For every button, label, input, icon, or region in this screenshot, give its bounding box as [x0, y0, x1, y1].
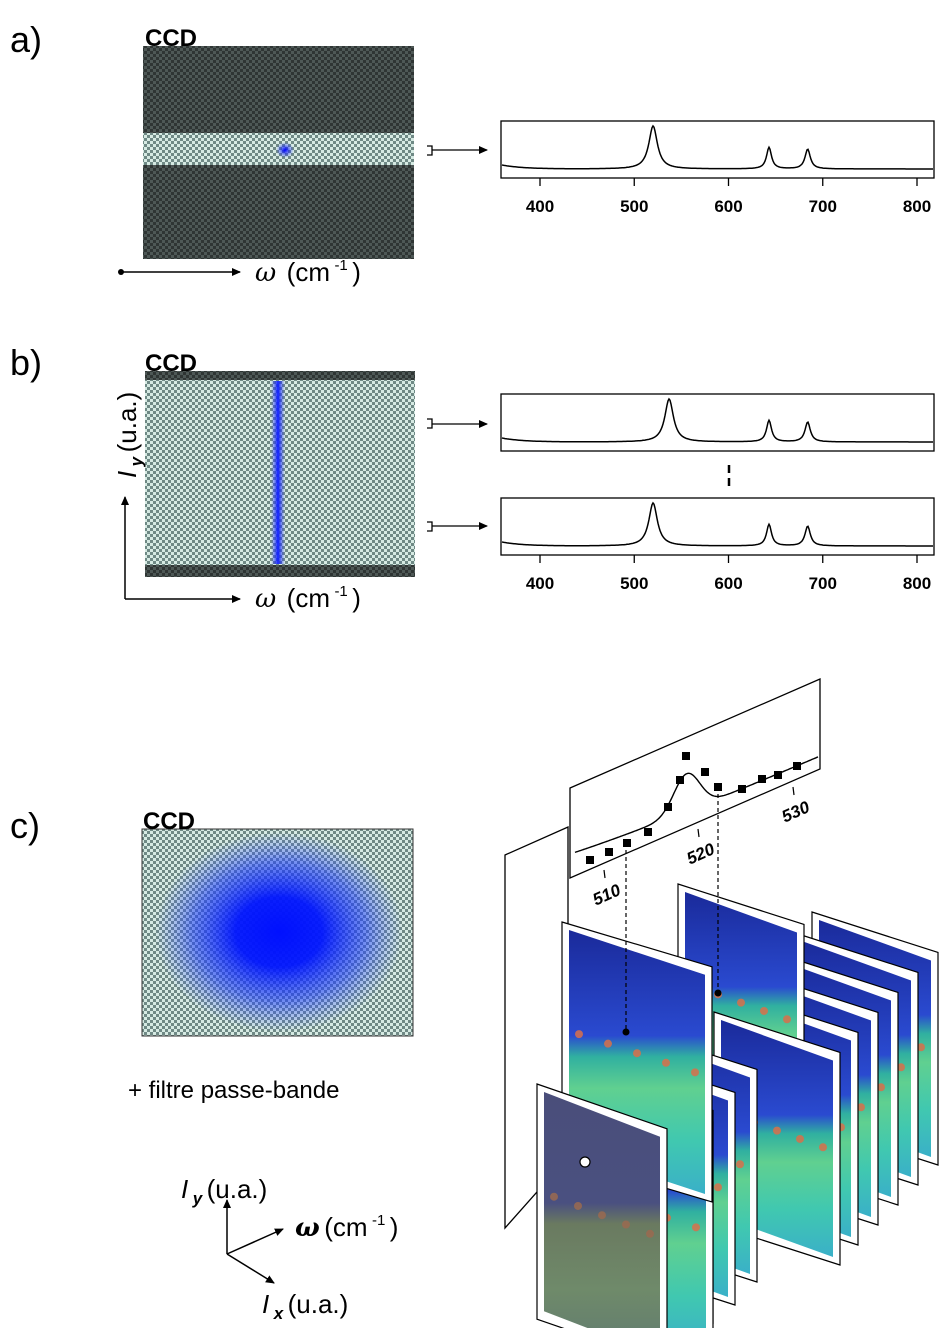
- iy-symbol: I: [181, 1174, 188, 1204]
- omega-symbol: ω: [255, 584, 276, 614]
- ccd-c-global-illumination-spot: [155, 832, 403, 1032]
- front-slice-pixel-marker: [579, 1156, 591, 1168]
- panel-b-omega-axis: ω (cm -1 ): [125, 583, 361, 614]
- spectrum-data-point: [644, 828, 652, 836]
- spectrum-data-point: [605, 848, 613, 856]
- bandpass-filter-text: + filtre passe-bande: [128, 1077, 339, 1104]
- spectrum-a-ticks: 400 500 600 700 800: [526, 178, 931, 216]
- panel-b-readout-arrow-bottom: [427, 521, 488, 532]
- iy-unit: (u.a.): [207, 1174, 268, 1204]
- svg-text:ω (cm -1 ): ω (cm -1 ): [255, 257, 361, 288]
- tick-label: 500: [620, 197, 648, 216]
- panel-c-skewed-spectrum: 510 520 530: [569, 678, 821, 909]
- link-point-520: [714, 989, 722, 997]
- tick-label: 510: [590, 880, 624, 909]
- link-point-510: [622, 1028, 630, 1036]
- iy-subscript: y: [127, 455, 146, 467]
- ccd-a-label: CCD: [145, 25, 197, 52]
- ccd-b-laser-line: [271, 381, 285, 564]
- panel-c-3d-axes: I y (u.a.) ω (cm -1 ) I x (u.a.): [181, 1174, 398, 1323]
- spectrum-data-point: [676, 776, 684, 784]
- ix-symbol: I: [262, 1289, 269, 1319]
- panel-b-ccd: [145, 371, 415, 577]
- svg-text:ω (cm -1 ): ω (cm -1 ): [295, 1212, 398, 1243]
- panel-a-omega-axis: ω (cm -1 ): [118, 257, 361, 288]
- omega-unit-close: ): [390, 1212, 399, 1242]
- panel-b-iy-axis: I y (u.a.): [112, 392, 146, 599]
- tick-label: 700: [809, 197, 837, 216]
- ix-unit: (u.a.): [288, 1289, 349, 1319]
- spectrum-data-point: [664, 803, 672, 811]
- tick-mark: [603, 869, 606, 879]
- svg-text:I y (u.a.): I y (u.a.): [112, 392, 146, 478]
- tick-label: 400: [526, 197, 554, 216]
- spectrum-b-top-curve: [501, 397, 933, 443]
- omega-symbol: ω: [295, 1213, 320, 1243]
- tick-label: 800: [903, 574, 931, 593]
- omega-unit: (cm: [324, 1212, 367, 1242]
- ccd-b-top-dark-band: [145, 371, 415, 380]
- panel-a-label: a): [10, 19, 42, 60]
- panel-c-label: c): [10, 805, 40, 846]
- tick-label: 700: [809, 574, 837, 593]
- ccd-a-laser-spot: [276, 142, 294, 158]
- ccd-b-label: CCD: [145, 350, 197, 377]
- panel-c-ccd: [141, 828, 414, 1037]
- panel-b-spectrum-bottom: 400 500 600 700 800: [500, 497, 935, 593]
- iy-subscript: y: [192, 1189, 204, 1208]
- tick-mark: [697, 828, 700, 838]
- skewed-spectrum-frame: [569, 678, 821, 879]
- spectrum-data-point: [682, 752, 690, 760]
- svg-text:I x (u.a.): I x (u.a.): [262, 1289, 348, 1323]
- panel-b-readout-arrow-top: [427, 418, 488, 429]
- spectrum-data-point: [586, 856, 594, 864]
- spectrum-b-bottom-curve: [501, 501, 933, 547]
- omega-unit-sup: -1: [334, 257, 347, 274]
- tick-mark: [792, 786, 795, 796]
- image-slice-front: [536, 1083, 668, 1328]
- spectrum-data-point: [793, 762, 801, 770]
- tick-label: 600: [714, 574, 742, 593]
- ccd-c-label: CCD: [143, 808, 195, 835]
- omega-unit-close: ): [352, 257, 361, 287]
- omega-unit: (cm: [287, 583, 330, 613]
- ix-subscript: x: [273, 1304, 285, 1323]
- svg-text:I y (u.a.): I y (u.a.): [181, 1174, 267, 1208]
- spectrum-data-point: [758, 775, 766, 783]
- spectrum-data-point: [738, 785, 746, 793]
- omega-unit-sup: -1: [372, 1212, 385, 1229]
- tick-label: 800: [903, 197, 931, 216]
- tick-label: 600: [714, 197, 742, 216]
- tick-label: 520: [684, 839, 718, 868]
- omega-symbol: ω: [255, 258, 276, 288]
- ccd-b-bottom-dark-band: [145, 565, 415, 577]
- omega-unit-close: ): [352, 583, 361, 613]
- hyperspectral-image-stack: [536, 883, 939, 1328]
- tick-label: 530: [779, 797, 813, 826]
- panel-a-readout-arrow: [427, 145, 488, 156]
- tick-label: 500: [620, 574, 648, 593]
- panel-a-ccd: [143, 46, 414, 259]
- omega-unit: (cm: [287, 257, 330, 287]
- spectrum-data-point: [774, 771, 782, 779]
- panel-b-label: b): [10, 342, 42, 383]
- panel-a-spectrum: 400 500 600 700 800: [500, 120, 935, 216]
- spectrum-data-point: [623, 839, 631, 847]
- tick-label: 400: [526, 574, 554, 593]
- omega-unit-sup: -1: [334, 583, 347, 600]
- spectrum-b-ticks: 400 500 600 700 800: [526, 555, 931, 593]
- iy-unit: (u.a.): [112, 392, 142, 453]
- spectrum-a-curve: [501, 124, 933, 170]
- spectrum-data-point: [701, 768, 709, 776]
- iy-symbol: I: [112, 471, 142, 478]
- svg-text:ω (cm -1 ): ω (cm -1 ): [255, 583, 361, 614]
- panel-b-spectrum-top: [500, 393, 935, 452]
